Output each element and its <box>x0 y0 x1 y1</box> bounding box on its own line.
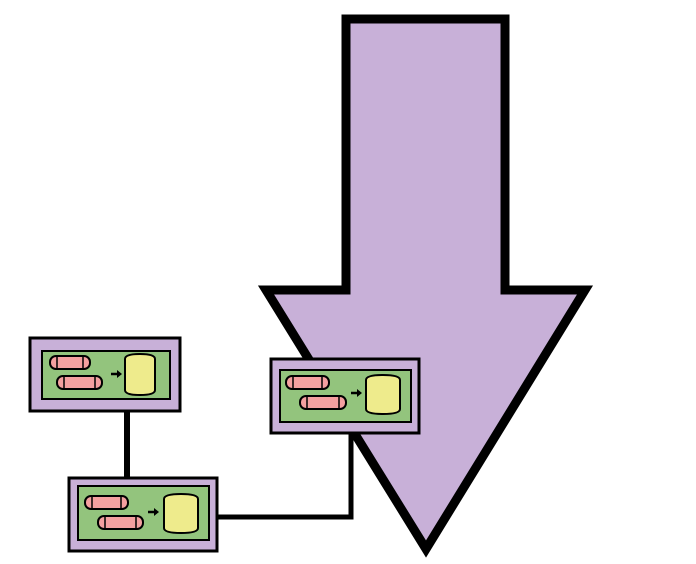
process-node <box>67 476 219 553</box>
input-pill-icon <box>84 495 129 510</box>
connector-line <box>217 433 354 520</box>
cylinder-icon <box>124 352 156 397</box>
cylinder-icon <box>365 373 401 416</box>
big-down-arrow <box>257 14 594 558</box>
input-pill-icon <box>299 395 347 410</box>
connectors <box>124 410 354 520</box>
input-pill-icon <box>56 375 103 390</box>
process-node <box>269 357 421 435</box>
right-arrow-icon <box>351 389 362 397</box>
right-arrow-icon <box>148 508 159 516</box>
right-arrow-icon <box>111 370 122 378</box>
input-pill-icon <box>285 375 330 390</box>
input-pill-icon <box>49 355 91 370</box>
input-pill-icon <box>97 515 144 530</box>
process-node <box>28 336 182 413</box>
cylinder-icon <box>163 492 199 535</box>
